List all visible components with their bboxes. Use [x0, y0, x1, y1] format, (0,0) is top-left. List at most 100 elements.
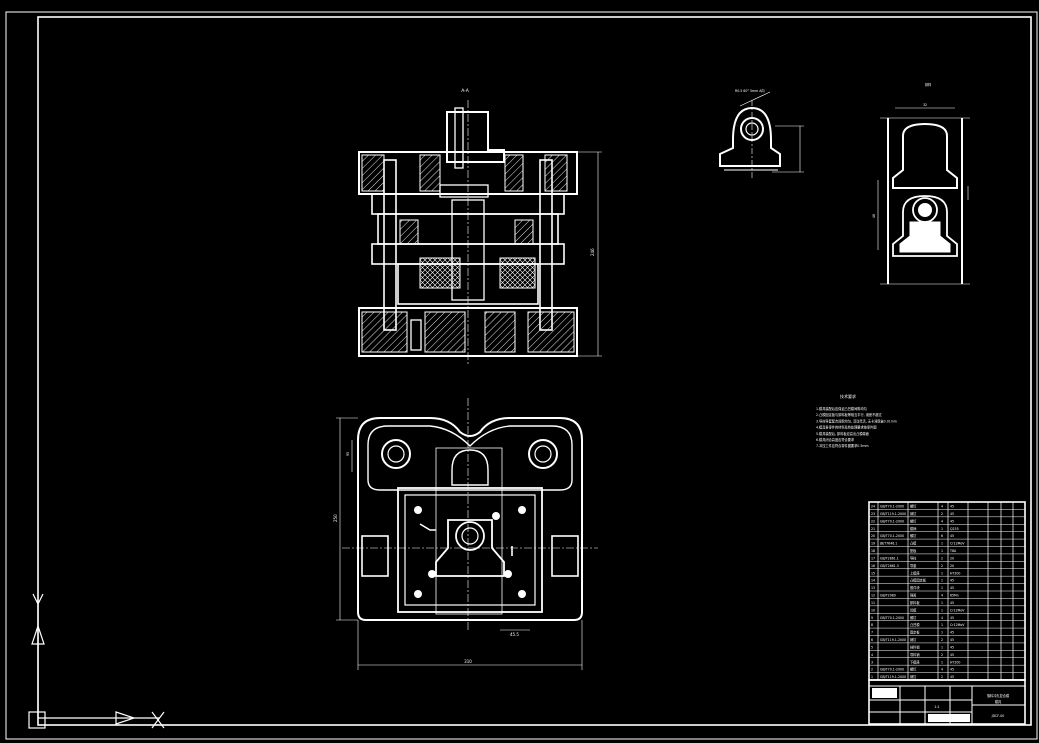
parts-list-cell: 1: [941, 579, 943, 583]
parts-list-cell: 4: [871, 653, 873, 657]
parts-list-cell: 1: [941, 660, 943, 664]
parts-list-cell: 4: [941, 616, 943, 620]
parts-list-cell: 9: [871, 616, 873, 620]
parts-list-cell: 12: [871, 594, 875, 598]
parts-list-cell: GB/T2089: [880, 594, 896, 598]
parts-list-cell: 2: [941, 653, 943, 657]
strip-label: 排样: [925, 82, 932, 87]
parts-list-cell: 凸模固定板: [910, 578, 927, 583]
parts-list-cell: 3: [871, 660, 873, 664]
parts-list-cell: 螺钉: [910, 518, 917, 523]
tech-requirement-line: 2.凸模固定板与卸料板等相互平行, 误差不超过: [816, 412, 882, 417]
tech-requirement-line: 6.模具闭合高度应符合要求: [816, 437, 855, 442]
parts-list-cell: 1: [871, 675, 873, 679]
parts-list-cell: 1: [941, 645, 943, 649]
parts-list-cell: HT200: [950, 571, 960, 575]
parts-list-cell: 导柱: [910, 555, 917, 560]
dim-plan-side: 95: [346, 452, 350, 456]
parts-list-cell: 11: [871, 601, 875, 605]
parts-list-cell: 22: [871, 519, 875, 523]
parts-list-cell: 销钉: [910, 674, 917, 679]
parts-list-cell: 13: [871, 586, 875, 590]
parts-list-cell: 24: [871, 505, 875, 509]
parts-list-cell: 挡料销: [910, 644, 920, 649]
parts-list-cell: 6: [871, 638, 873, 642]
parts-list-cell: 螺钉: [910, 667, 917, 672]
parts-list-cell: 45: [950, 505, 954, 509]
parts-list-cell: 1: [941, 631, 943, 635]
parts-list-cell: 45: [950, 653, 954, 657]
part-label: R0.5 60° 5mm A向: [735, 88, 765, 93]
part-view: [719, 91, 804, 180]
parts-list-cell: 螺钉: [910, 533, 917, 538]
parts-list-cell: GB/T119.1-2000: [880, 638, 906, 642]
parts-list-cell: 1: [941, 542, 943, 546]
parts-list-cell: 4: [941, 594, 943, 598]
parts-list-cell: GB/T70.1-2000: [880, 616, 904, 620]
parts-list-cell: 销钉: [910, 511, 917, 516]
parts-list-cell: 6: [941, 534, 943, 538]
parts-list-cell: 20: [871, 534, 875, 538]
parts-list-cell: 1: [941, 623, 943, 627]
parts-list-cell: 2: [941, 638, 943, 642]
tech-requirements-title: 技术要求: [840, 393, 856, 399]
parts-list-cell: 45: [950, 616, 954, 620]
parts-list-cell: 45: [950, 519, 954, 523]
tech-requirement-line: 1.模具装配后应保证凸凹模间隙均匀: [816, 406, 867, 411]
parts-list-cell: 弹簧: [910, 593, 917, 598]
parts-list-cell: 10: [871, 608, 875, 612]
parts-list-cell: HT200: [950, 660, 960, 664]
parts-list-cell: 2: [941, 675, 943, 679]
parts-list-cell: 1: [941, 586, 943, 590]
parts-list-cell: 8: [871, 623, 873, 627]
parts-list-cell: 螺钉: [910, 615, 917, 620]
parts-list-cell: GB/T70.1-2000: [880, 505, 904, 509]
dim-strip-width: 32: [923, 103, 927, 107]
parts-list-cell: 14: [871, 579, 875, 583]
parts-list-cell: 模柄: [910, 526, 917, 531]
ucs-icon: [28, 593, 165, 729]
parts-list-cell: 23: [871, 512, 875, 516]
parts-list-cell: 17: [871, 556, 875, 560]
strip-layout-view: [877, 107, 970, 285]
parts-list-cell: 21: [871, 527, 875, 531]
parts-list-cell: 1: [941, 549, 943, 553]
section-view: A-A 246: [358, 88, 602, 365]
plan-view: [336, 398, 598, 670]
parts-list-cell: 18: [871, 549, 875, 553]
parts-list-cell: 螺钉: [910, 504, 917, 509]
parts-list-cell: 导料销: [910, 652, 920, 657]
parts-list-cell: 2: [941, 556, 943, 560]
parts-list-cell: GB/T119.1-2000: [880, 675, 906, 679]
tech-requirement-line: 4.模具各零件的材料及热处理要求按零件图: [816, 425, 876, 430]
parts-list-cell: 20: [950, 556, 954, 560]
parts-list-cell: 下模座: [910, 659, 920, 664]
parts-list-cell: 45: [950, 586, 954, 590]
parts-list-cell: 4: [941, 668, 943, 672]
parts-list-cell: GB/T2861.1: [880, 556, 899, 560]
dim-plan-note: 45.5: [510, 632, 519, 637]
parts-list-cell: 2: [941, 564, 943, 568]
parts-list-cell: 上模座: [910, 570, 920, 575]
parts-list-cell: 1: [941, 571, 943, 575]
parts-list-cell: 1: [941, 608, 943, 612]
parts-list-cell: 45: [950, 675, 954, 679]
tech-requirement-line: 3.导柱导套配合间隙均匀, 活动灵活, 无卡滞现象0.01mm: [816, 418, 897, 423]
section-label: A-A: [461, 88, 470, 94]
parts-list-cell: GB/T70.1-2000: [880, 534, 904, 538]
parts-list-cell: Cr12MoV: [950, 542, 965, 546]
parts-list-cell: 2: [941, 512, 943, 516]
parts-list-cell: GB/T2861.3: [880, 564, 899, 568]
tech-requirements: 技术要求 1.模具装配后应保证凸凹模间隙均匀2.凸模固定板与卸料板等相互平行, …: [816, 393, 897, 448]
parts-list-cell: 45: [950, 534, 954, 538]
parts-list-cell: 5: [871, 645, 873, 649]
title-block: [868, 679, 1026, 725]
parts-list-cell: 19: [871, 542, 875, 546]
title-block-name: 落料冲孔复合模: [987, 693, 1010, 698]
tech-requirement-line: 5.模具装配后, 卸料板应高出凸模端面: [816, 431, 869, 436]
parts-list-cell: 凸模: [910, 541, 917, 546]
parts-list-cell: GB/T119.1-2000: [880, 512, 906, 516]
parts-list-cell: 推件块: [910, 585, 920, 590]
